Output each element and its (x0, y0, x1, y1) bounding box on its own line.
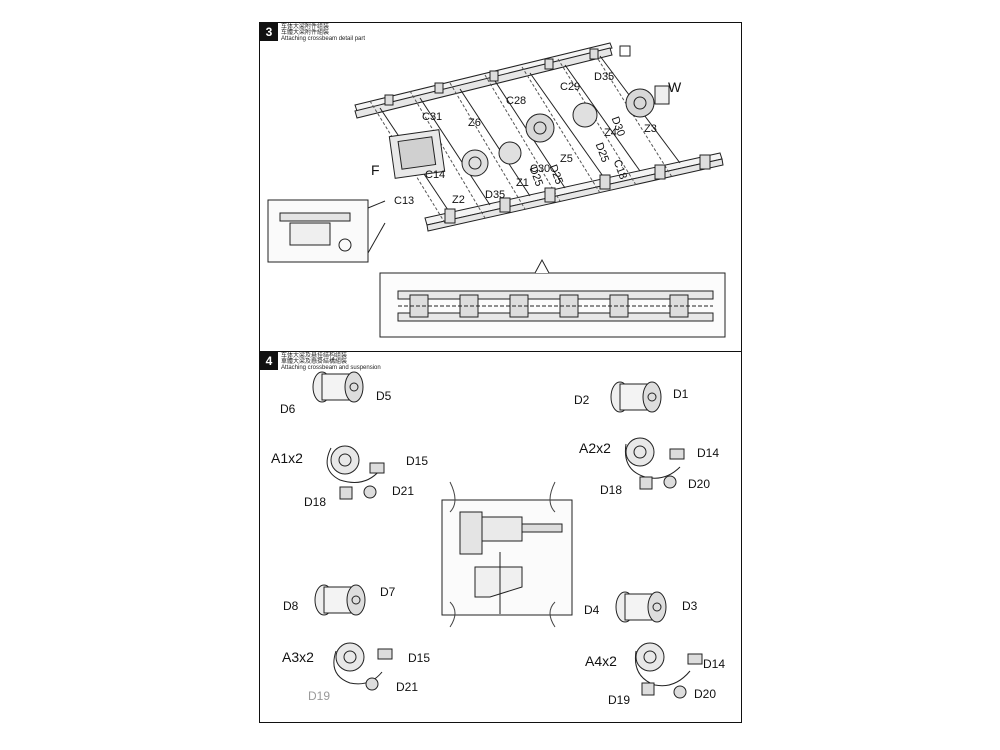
a4-d19: D19 (608, 693, 631, 707)
label-z2: Z2 (452, 194, 465, 206)
step-4-number: 4 (260, 352, 278, 370)
label-f: F (371, 162, 380, 178)
a4-d14: D14 (703, 657, 726, 671)
a1-d18: D18 (304, 495, 327, 509)
a2-d2: D2 (574, 393, 590, 407)
label-c31: C31 (422, 111, 443, 123)
a1-d5: D5 (376, 389, 392, 403)
label-z6: Z6 (468, 117, 481, 129)
label-d35-bottom: D35 (485, 189, 506, 201)
a3-d7: D7 (380, 585, 396, 599)
chassis-exploded-drawing (267, 42, 726, 338)
label-c29: C29 (560, 81, 581, 93)
a4-d20: D20 (694, 687, 717, 701)
a2-d1: D1 (673, 387, 689, 401)
a4-d4: D4 (584, 603, 600, 617)
a1-title: A1x2 (271, 450, 303, 466)
a3-d8: D8 (283, 599, 299, 613)
label-w: W (668, 79, 682, 95)
label-z5: Z5 (560, 153, 573, 165)
step-3-caption: 车体大梁附件组装 车體大梁附件組裝 Attaching crossbeam de… (281, 24, 366, 42)
label-c30: C30 (530, 163, 551, 175)
step-3-number: 3 (260, 23, 278, 41)
a4-title: A4x2 (585, 653, 617, 669)
a3-d21: D21 (396, 680, 419, 694)
a2-d18: D18 (600, 483, 623, 497)
step-4-panel: 4 车体大梁及悬挂结构组装 車體大梁及懸掛結構組裝 Attaching cros… (259, 351, 742, 723)
a2-d14: D14 (697, 446, 720, 460)
a1-d21: D21 (392, 484, 415, 498)
suspension-parts-drawing (312, 371, 703, 699)
a2-title: A2x2 (579, 440, 611, 456)
step-4-caption: 车体大梁及悬挂结构组装 車體大梁及懸掛結構組裝 Attaching crossb… (281, 353, 381, 371)
a3-d15: D15 (408, 651, 431, 665)
label-c14: C14 (425, 169, 446, 181)
step-3-panel: 3 车体大梁附件组装 车體大梁附件組裝 Attaching crossbeam … (259, 22, 742, 352)
a3-title: A3x2 (282, 649, 314, 665)
a4-d3: D3 (682, 599, 698, 613)
a2-d20: D20 (688, 477, 711, 491)
label-z1: Z1 (516, 177, 529, 189)
a1-d15: D15 (406, 454, 429, 468)
a3-d19: D19 (308, 689, 331, 703)
label-z4: Z4 (604, 127, 617, 139)
label-c13: C13 (394, 195, 415, 207)
a1-d6: D6 (280, 402, 296, 416)
label-d35-top: D35 (594, 71, 615, 83)
label-c28: C28 (506, 95, 527, 107)
label-z3: Z3 (644, 123, 657, 135)
